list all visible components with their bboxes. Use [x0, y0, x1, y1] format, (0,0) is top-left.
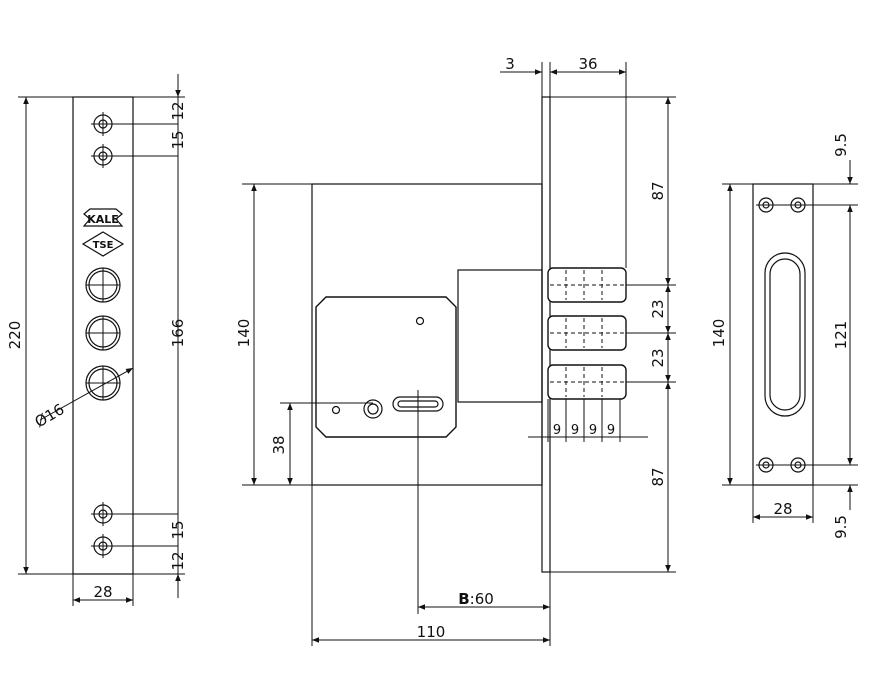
dim-bolt-width-2: 9	[571, 423, 579, 438]
faceplate-outline	[72, 96, 134, 575]
dim-width-28: 28	[93, 583, 112, 601]
screw-hole-bottom-1	[91, 502, 178, 526]
dim-width-110: 110	[417, 623, 446, 641]
dim-depth-36: 36	[578, 55, 597, 73]
cylinder-hole-1	[85, 267, 121, 303]
tse-logo: TSE	[81, 231, 125, 257]
diameter-leader	[39, 367, 134, 421]
cover-pin-2	[331, 405, 341, 415]
dim-top-15: 15	[169, 130, 187, 149]
screw-hole-top-2	[91, 144, 178, 168]
cylinder-hole-3	[85, 365, 121, 401]
dim-strike-height-140: 140	[710, 319, 728, 348]
dim-bolt-width-3: 9	[589, 423, 597, 438]
follower-hub	[363, 399, 383, 419]
faceplate-view: KALE TSE Ø16 220	[6, 74, 187, 606]
diameter-label: Ø16	[32, 400, 68, 431]
dim-gap-3: 3	[505, 55, 515, 73]
dim-strike-bottom-9-5: 9.5	[832, 515, 850, 539]
dim-follower-38: 38	[270, 435, 288, 454]
dim-strike-slot-121: 121	[832, 321, 850, 350]
strike-slot-outer	[764, 252, 806, 417]
dim-top-12: 12	[169, 101, 187, 120]
svg-text:KALE: KALE	[87, 213, 119, 226]
dim-bolt-width-1: 9	[553, 423, 561, 438]
dim-bottom-12: 12	[169, 551, 187, 570]
dim-bolt-space-23-b: 23	[649, 348, 667, 367]
dim-strike-width-28: 28	[773, 500, 792, 518]
dim-backset: B:60	[458, 590, 494, 608]
strike-plate-view: 140 9.5 121 9.5 28	[710, 133, 858, 539]
dim-bolt-width-4: 9	[607, 423, 615, 438]
kale-logo: KALE	[82, 208, 124, 227]
screw-hole-top-1	[91, 112, 178, 136]
svg-text:TSE: TSE	[93, 240, 114, 251]
strike-slot-inner	[769, 258, 801, 411]
cylinder-hole-2	[85, 315, 121, 351]
bolt-top	[547, 267, 627, 303]
cover-plate	[315, 296, 457, 438]
bolt-bottom	[547, 364, 627, 400]
bolt-middle	[547, 315, 627, 351]
dim-mid-166: 166	[169, 319, 187, 348]
cover-pin-1	[415, 316, 425, 326]
dim-bottom-15: 15	[169, 520, 187, 539]
strike-plate-outline	[752, 183, 814, 486]
dim-strike-top-9-5: 9.5	[832, 133, 850, 157]
dim-bottom-87: 87	[649, 467, 667, 486]
dim-height-220: 220	[6, 321, 24, 350]
dim-bolt-space-23-a: 23	[649, 299, 667, 318]
screw-hole-bottom-2	[91, 534, 178, 558]
dim-top-87: 87	[649, 181, 667, 200]
lock-body-view: 3 36 140 38 B:60 110 87 23 23 87	[235, 55, 676, 646]
dim-body-height-140: 140	[235, 319, 253, 348]
bolt-housing	[457, 269, 543, 403]
